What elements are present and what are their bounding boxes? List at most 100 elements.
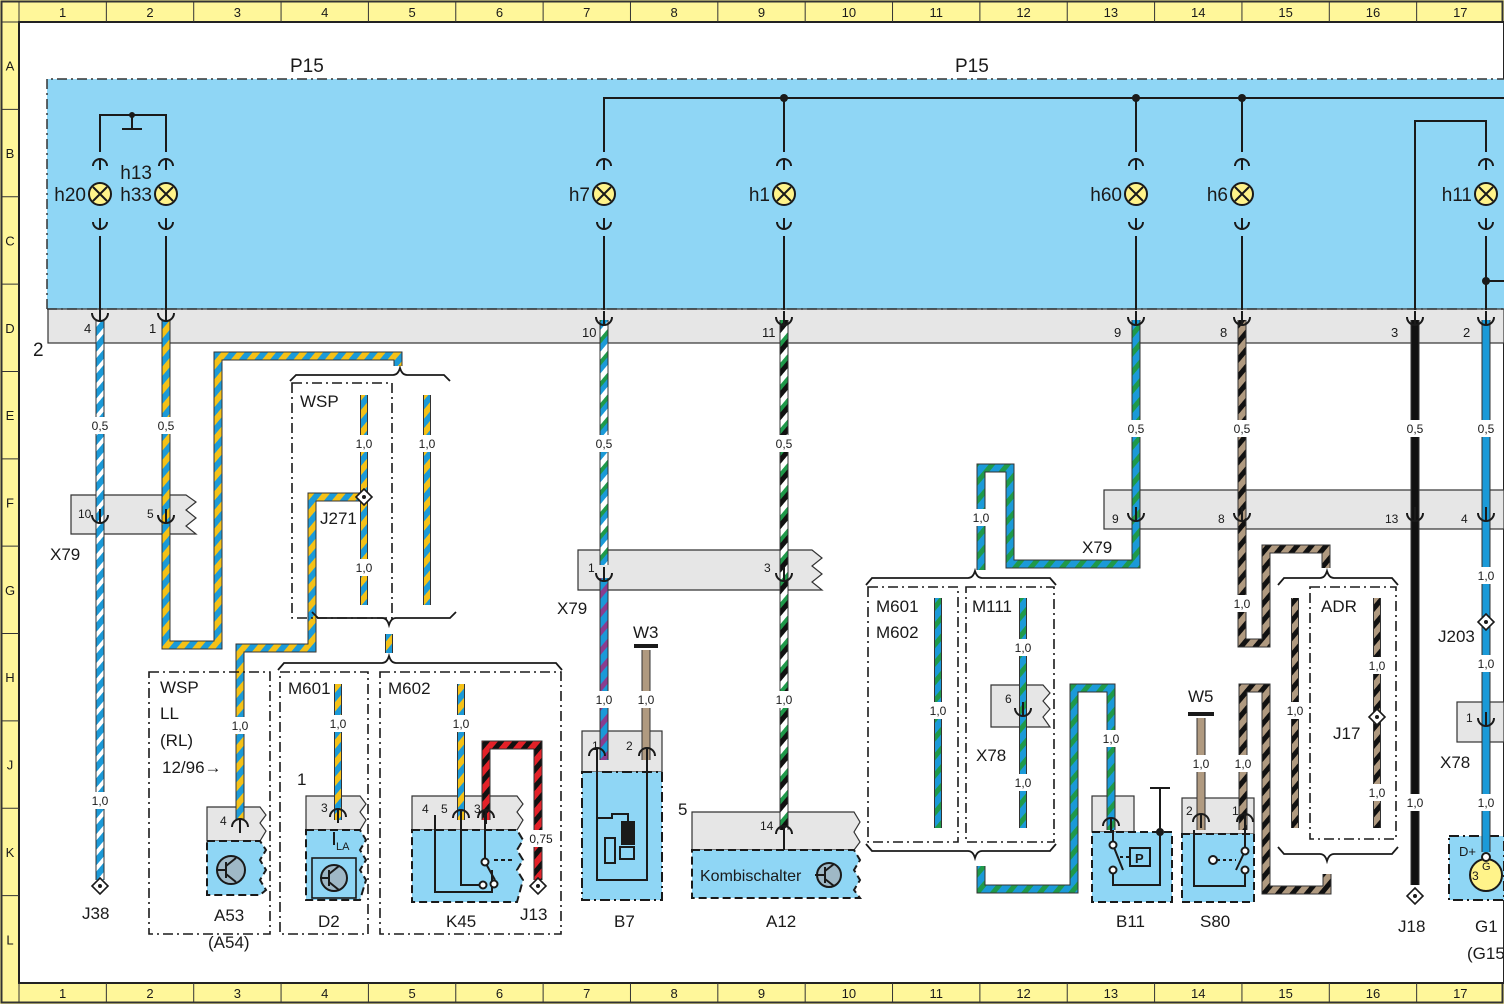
- component-pin-labels: 4 3 1 4 5 3 1 2 14 5 2 1: [220, 739, 1239, 833]
- pin-socket-icon: [157, 509, 175, 524]
- grid-column-label: 8: [671, 986, 678, 1001]
- plug-socket-icon: [596, 158, 612, 230]
- component-b7-label: B7: [614, 912, 635, 931]
- wire-blue-green: [976, 320, 1141, 570]
- pin-socket-icon: [595, 567, 613, 582]
- wire-size-label: 1,0: [969, 509, 993, 526]
- group-m601-label: M601: [288, 679, 331, 698]
- lamp-label: h20: [54, 185, 86, 206]
- wire-size-label: 0,5: [1124, 420, 1148, 437]
- grid-column-label: 6: [496, 986, 503, 1001]
- grid-column-label: 5: [408, 986, 415, 1001]
- wire-black-brown: [1238, 683, 1332, 895]
- connector-x79-right-label: X79: [1082, 538, 1112, 557]
- g1-d-plus-label: D+: [1459, 844, 1476, 859]
- svg-text:1,0: 1,0: [356, 561, 373, 575]
- component-a54-label: (A54): [208, 933, 250, 952]
- grid-row-label: F: [6, 496, 14, 511]
- svg-text:0,5: 0,5: [1478, 422, 1495, 436]
- group-wsp-ll-line4: 12/96→: [162, 758, 222, 777]
- pin-label: 11: [762, 325, 776, 340]
- pin-label: 2: [1463, 325, 1470, 340]
- pin-socket-icon: [1192, 813, 1210, 828]
- grid-column-label: 13: [1104, 5, 1118, 20]
- grid-column-label: 14: [1191, 5, 1205, 20]
- wire-size-label: 0,75: [529, 830, 553, 847]
- lamp-h11: h11: [1442, 152, 1498, 236]
- pin-socket-icon: [1102, 817, 1120, 832]
- wire-size-label: 1,0: [1011, 774, 1035, 791]
- plug-socket-icon: [1234, 158, 1250, 230]
- svg-text:1,0: 1,0: [776, 693, 793, 707]
- group-labels: WSP WSP LL (RL) 12/96→ M601 M602 M601 M6…: [160, 392, 1357, 777]
- grid-row-label: H: [5, 670, 14, 685]
- lamp-label: h6: [1207, 185, 1228, 206]
- pin-socket-icon: [1477, 507, 1495, 522]
- g1-pin-label: 3: [1472, 869, 1479, 883]
- group-wsp-ll-line3: (RL): [160, 731, 193, 750]
- pin-label: 4: [220, 814, 227, 828]
- pin-label: 10: [582, 325, 596, 340]
- pin-socket-icon: [1477, 311, 1495, 326]
- connector-labels: 10 5 X79 1 3 X79 9 8 13 4 X79 6 X78 1 X7…: [50, 507, 1473, 772]
- svg-text:0,5: 0,5: [1407, 422, 1424, 436]
- wire-size-label: 0,5: [1474, 420, 1498, 437]
- wire-size-label: 1,0: [449, 715, 473, 732]
- grid-row-label: C: [5, 233, 14, 248]
- junction-j38-icon: [90, 876, 110, 896]
- wire-size-label: 1,0: [352, 559, 376, 576]
- svg-text:1,0: 1,0: [1234, 597, 1251, 611]
- grid-column-label: 3: [234, 986, 241, 1001]
- grid-column-label: 7: [583, 5, 590, 20]
- junction-j203-icon: [1476, 612, 1496, 632]
- svg-text:0,5: 0,5: [158, 419, 175, 433]
- wire-size-label: 0,5: [1403, 420, 1427, 437]
- plug-socket-icon: [1478, 158, 1494, 230]
- panel-connector-strip: [47, 308, 1504, 344]
- pin-label: 13: [1385, 512, 1399, 526]
- plug-socket-icon: [776, 158, 792, 230]
- plug-socket-icon: [158, 158, 174, 230]
- svg-text:1,0: 1,0: [1369, 659, 1386, 673]
- pin-socket-icon: [231, 818, 249, 833]
- wire-size-label: 1,0: [1474, 655, 1498, 672]
- wire-size-label: 1,0: [1474, 794, 1498, 811]
- svg-text:1,0: 1,0: [92, 794, 109, 808]
- junction-j271-icon: [354, 487, 374, 507]
- group-m111-label: M111: [972, 597, 1012, 616]
- component-j18-label: J18: [1398, 917, 1425, 936]
- a12-index-label: 5: [678, 800, 687, 819]
- strip-index-label: 2: [33, 340, 44, 361]
- wire-size-label: 1,0: [634, 691, 658, 708]
- wire-size-label: 0,5: [88, 417, 112, 434]
- component-w5-label: W5: [1188, 687, 1214, 706]
- grid-column-label: 15: [1278, 986, 1292, 1001]
- grid-column-label: 1: [59, 5, 66, 20]
- component-j13-label: J13: [520, 905, 547, 924]
- strip-pins: 4 1 10 11 9 8 3 2: [84, 321, 1470, 340]
- component-j17-label: J17: [1333, 724, 1360, 743]
- svg-text:1,0: 1,0: [453, 717, 470, 731]
- svg-text:0,5: 0,5: [596, 437, 613, 451]
- pin-socket-icon: [91, 307, 109, 322]
- pin-label: 3: [321, 801, 328, 815]
- wire-size-label: 1,0: [1189, 755, 1213, 772]
- connector-x78-mid-label: X78: [976, 746, 1006, 765]
- svg-text:1,0: 1,0: [356, 437, 373, 451]
- pin-socket-icon: [638, 747, 656, 762]
- g1-generator-symbol: G: [1482, 861, 1491, 873]
- connector-x78-right-label: X78: [1440, 753, 1470, 772]
- pin-socket-icon: [1406, 507, 1424, 522]
- wire-size-label: 1,0: [88, 792, 112, 809]
- wire-size-label: 1,0: [592, 691, 616, 708]
- b11-p-symbol: P: [1135, 851, 1144, 866]
- svg-text:1,0: 1,0: [1015, 641, 1032, 655]
- lamp-label: h11: [1442, 185, 1472, 206]
- svg-text:1,0: 1,0: [1407, 796, 1424, 810]
- wire-size-label: 1,0: [772, 691, 796, 708]
- grid-column-label: 5: [408, 5, 415, 20]
- pin-socket-icon: [588, 747, 606, 762]
- pin-label: 1: [592, 739, 599, 753]
- grid-row-label: A: [6, 59, 15, 74]
